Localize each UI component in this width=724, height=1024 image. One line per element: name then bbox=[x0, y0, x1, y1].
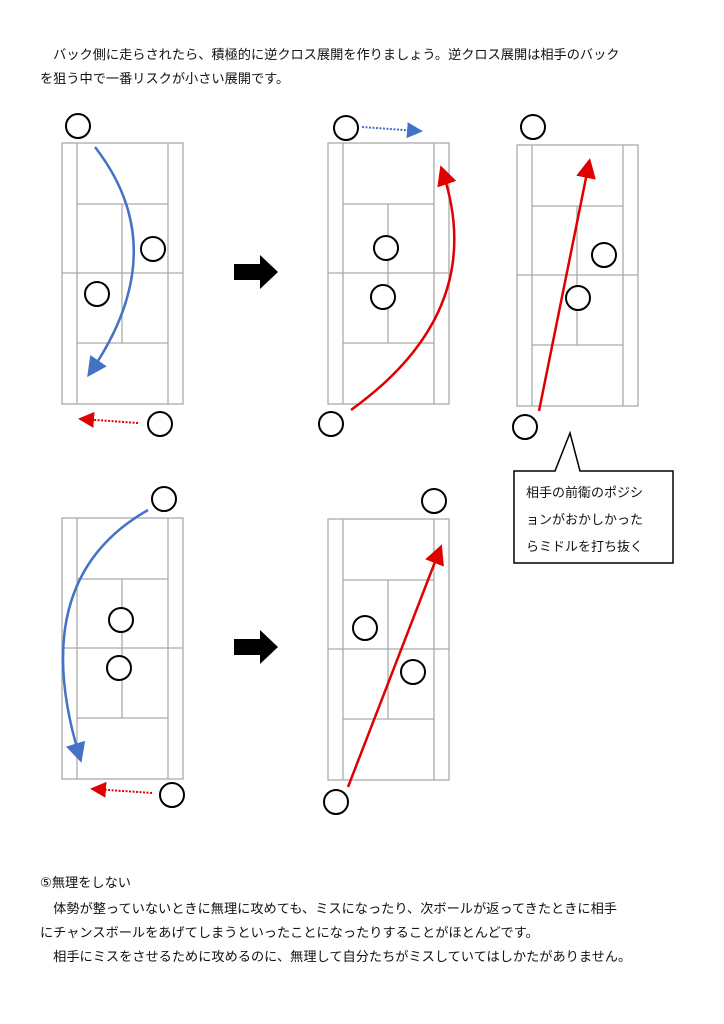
right-arrow-icon bbox=[234, 630, 278, 664]
blue-shot-arrow bbox=[87, 146, 136, 378]
blue-movement-arrow bbox=[361, 122, 423, 139]
section-line-2: にチャンスボールをあげてしまうといったことになったりすることがほとんどです。 bbox=[40, 926, 539, 941]
player-circle bbox=[106, 655, 132, 681]
intro-line-1: バック側に走らされたら、積極的に逆クロス展開を作りましょう。逆クロス展開は相手の… bbox=[40, 48, 620, 63]
tennis-court bbox=[327, 518, 450, 781]
callout-line: ョンがおかしかった bbox=[526, 513, 644, 528]
section-line-3: 相手にミスをさせるために攻めるのに、無理して自分たちがミスしていてはしかたがあり… bbox=[40, 950, 632, 965]
callout-line: らミドルを打ち抜く bbox=[526, 540, 644, 555]
player-circle bbox=[84, 281, 110, 307]
player-circle bbox=[512, 414, 538, 440]
tennis-court bbox=[61, 517, 184, 780]
tennis-court bbox=[327, 142, 450, 405]
red-movement-arrow bbox=[90, 781, 153, 798]
callout-line: 相手の前衛のポジシ bbox=[526, 486, 644, 501]
player-circle bbox=[159, 782, 185, 808]
callout-box bbox=[513, 430, 674, 564]
section-heading: ⑤無理をしない bbox=[40, 876, 131, 891]
player-circle bbox=[565, 285, 591, 311]
intro-line-2: を狙う中で一番リスクが小さい展開です。 bbox=[40, 72, 290, 87]
player-circle bbox=[108, 607, 134, 633]
red-shot-arrow bbox=[346, 544, 444, 788]
player-circle bbox=[147, 411, 173, 437]
blue-shot-arrow bbox=[61, 508, 149, 763]
player-circle bbox=[370, 284, 396, 310]
red-shot-arrow bbox=[350, 165, 457, 412]
tennis-court bbox=[516, 144, 639, 407]
red-shot-arrow bbox=[537, 158, 596, 412]
player-circle bbox=[421, 488, 447, 514]
player-circle bbox=[151, 486, 177, 512]
player-circle bbox=[65, 113, 91, 139]
player-circle bbox=[591, 242, 617, 268]
player-circle bbox=[323, 789, 349, 815]
callout-text: 相手の前衛のポジシ ョンがおかしかった らミドルを打ち抜く bbox=[526, 480, 643, 561]
red-movement-arrow bbox=[78, 411, 139, 428]
player-circle bbox=[140, 236, 166, 262]
right-arrow-icon bbox=[234, 255, 278, 289]
player-circle bbox=[400, 659, 426, 685]
tennis-court bbox=[61, 142, 184, 405]
section-line-1: 体勢が整っていないときに無理に攻めても、ミスになったり、次ボールが返ってきたとき… bbox=[40, 902, 617, 917]
player-circle bbox=[520, 114, 546, 140]
player-circle bbox=[333, 115, 359, 141]
player-circle bbox=[373, 235, 399, 261]
player-circle bbox=[318, 411, 344, 437]
player-circle bbox=[352, 615, 378, 641]
